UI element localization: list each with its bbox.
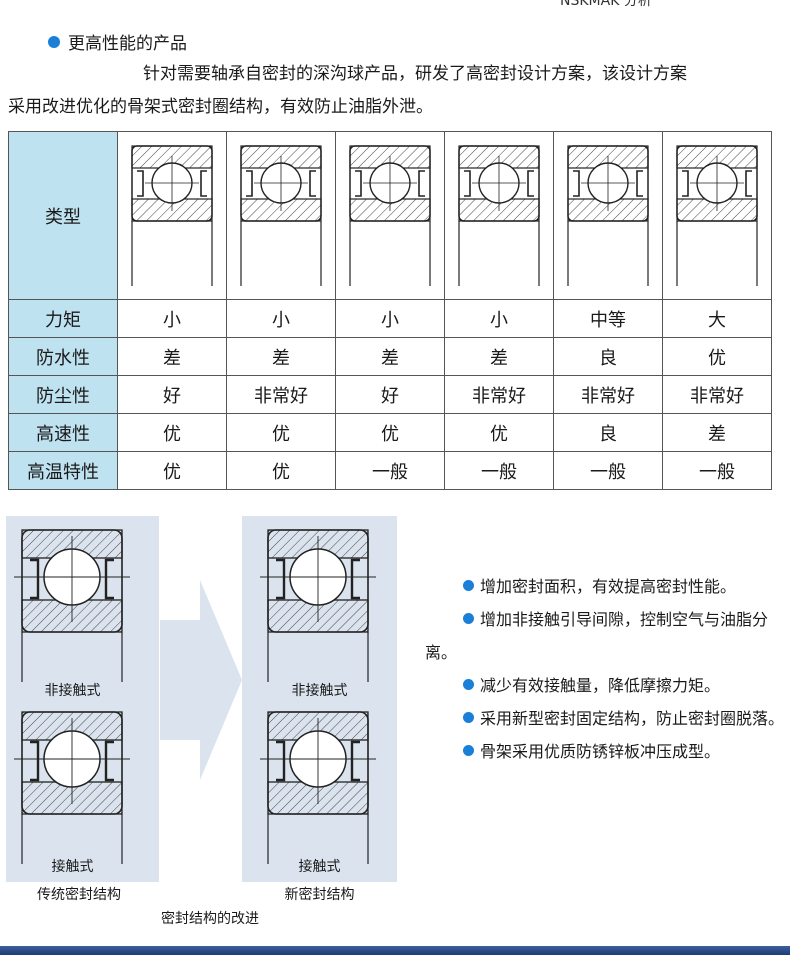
table-cell: 小 (335, 299, 445, 338)
table-cell: 良 (553, 337, 663, 376)
table-cell: 差 (444, 337, 554, 376)
table-cell: 中等 (553, 299, 663, 338)
left-bottom-caption: 接触式 (51, 859, 94, 875)
table-cell: 小 (117, 299, 227, 338)
traditional-seal-label: 传统密封结构 (37, 887, 121, 903)
list-item: 增加非接触引导间隙，控制空气与油脂分离。 (425, 610, 769, 662)
new-seal-label: 新密封结构 (284, 887, 355, 903)
new-noncontact-diagram (258, 522, 378, 687)
table-cell: 优 (117, 413, 227, 452)
table-cell: 优 (226, 413, 336, 452)
table-cell: 优 (117, 451, 227, 490)
row-header-type: 类型 (8, 131, 118, 300)
table-cell: 差 (226, 337, 336, 376)
table-cell: 良 (553, 413, 663, 452)
table-cell: 非常好 (553, 375, 663, 414)
right-top-caption: 非接触式 (291, 683, 348, 699)
section-title-text: 更高性能的产品 (68, 34, 187, 54)
traditional-contact-diagram (12, 704, 132, 869)
table-cell: 好 (335, 375, 445, 414)
bullet-dot-icon (463, 679, 474, 690)
list-item: 增加密封面积，有效提高密封性能。 (425, 570, 785, 603)
table-cell: 非常好 (226, 375, 336, 414)
feature-list: 增加密封面积，有效提高密封性能。 增加非接触引导间隙，控制空气与油脂分离。 减少… (425, 570, 785, 768)
section-title: 更高性能的产品 (48, 29, 187, 54)
table-cell: 差 (662, 413, 772, 452)
bullet-dot-icon (48, 36, 60, 48)
table-row: 防水性 差 差 差 差 良 优 (8, 337, 772, 376)
table-cell: 优 (662, 337, 772, 376)
intro-line-1: 针对需要轴承自密封的深沟球产品，研发了高密封设计方案，该设计方案 (143, 64, 687, 84)
table-cell: 非常好 (662, 375, 772, 414)
diagram-footer-caption: 密封结构的改进 (161, 911, 259, 927)
bearing-type-3-image (335, 131, 445, 300)
table-cell: 小 (444, 299, 554, 338)
table-cell: 优 (444, 413, 554, 452)
bearing-type-1-image (117, 131, 227, 300)
table-cell: 小 (226, 299, 336, 338)
table-row: 高温特性 优 优 一般 一般 一般 一般 (8, 451, 772, 490)
intro-line-2: 采用改进优化的骨架式密封圈结构，有效防止油脂外泄。 (8, 97, 433, 117)
bearing-type-5-image (553, 131, 663, 300)
table-cell: 一般 (444, 451, 554, 490)
table-cell: 差 (117, 337, 227, 376)
bearing-type-2-image (226, 131, 336, 300)
table-cell: 优 (226, 451, 336, 490)
bearing-type-6-image (662, 131, 772, 300)
table-row: 力矩 小 小 小 小 中等 大 (8, 299, 772, 338)
row-header: 力矩 (8, 299, 118, 338)
arrow-right-icon (160, 580, 242, 780)
list-item: 采用新型密封固定结构，防止密封圈脱落。 (425, 702, 785, 735)
list-item: 骨架采用优质防锈锌板冲压成型。 (425, 735, 785, 768)
row-header: 高速性 (8, 413, 118, 452)
table-cell: 一般 (553, 451, 663, 490)
table-cell: 非常好 (444, 375, 554, 414)
top-cut-text: NSKMAK 分析 (560, 0, 652, 9)
intro-paragraph: 针对需要轴承自密封的深沟球产品，研发了高密封设计方案，该设计方案 采用改进优化的… (8, 58, 784, 124)
list-item: 减少有效接触量，降低摩擦力矩。 (425, 669, 785, 702)
comparison-table: 类型 力矩 小 小 小 小 中等 大 防水性 差 差 差 差 良 优 防尘性 好… (8, 131, 772, 490)
traditional-noncontact-diagram (12, 522, 132, 687)
bullet-dot-icon (463, 613, 474, 624)
table-row: 防尘性 好 非常好 好 非常好 非常好 非常好 (8, 375, 772, 414)
table-cell: 一般 (335, 451, 445, 490)
table-row-type: 类型 (8, 131, 772, 300)
table-cell: 一般 (662, 451, 772, 490)
row-header: 防尘性 (8, 375, 118, 414)
left-top-caption: 非接触式 (44, 683, 101, 699)
new-contact-diagram (258, 704, 378, 869)
table-cell: 差 (335, 337, 445, 376)
bullet-dot-icon (463, 580, 474, 591)
table-cell: 大 (662, 299, 772, 338)
table-cell: 好 (117, 375, 227, 414)
bottom-bar (0, 946, 790, 955)
bearing-type-4-image (444, 131, 554, 300)
bullet-dot-icon (463, 712, 474, 723)
table-row: 高速性 优 优 优 优 良 差 (8, 413, 772, 452)
table-cell: 优 (335, 413, 445, 452)
row-header: 防水性 (8, 337, 118, 376)
right-bottom-caption: 接触式 (298, 859, 341, 875)
row-header: 高温特性 (8, 451, 118, 490)
bullet-dot-icon (463, 745, 474, 756)
